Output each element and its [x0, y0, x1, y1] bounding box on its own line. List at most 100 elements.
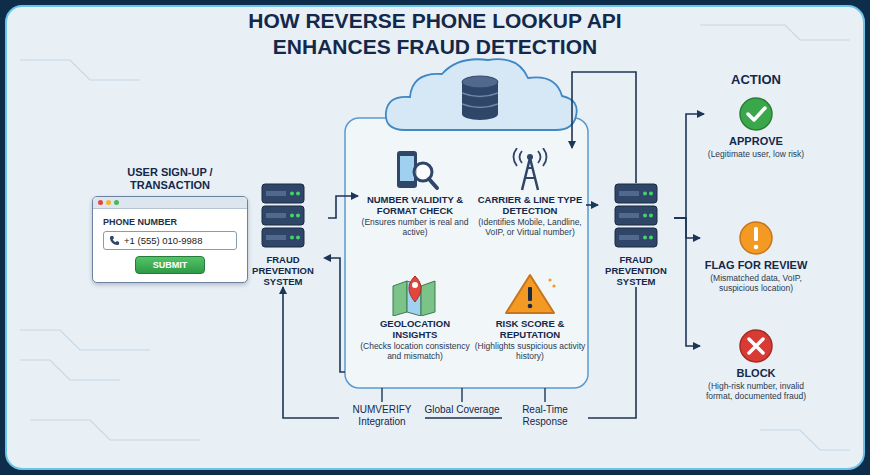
f-head: RISK SCORE & REPUTATION [474, 318, 586, 340]
icon-part [506, 275, 554, 313]
flow-arrow [586, 204, 598, 206]
server-icon [260, 183, 306, 251]
feature-box: CARRIER & LINE TYPE DETECTION(Identifies… [474, 148, 586, 237]
icon-part [615, 184, 657, 203]
db-base [462, 108, 498, 120]
action-label: ACTION [731, 72, 781, 87]
icon-part [649, 192, 653, 196]
block-icon [738, 328, 774, 364]
api-region [345, 118, 588, 388]
browser-window: PHONE NUMBER+1 (555) 010-9988SUBMIT [92, 196, 248, 283]
icon-part [522, 158, 538, 190]
icon-part [643, 192, 647, 196]
f-sub: (Identifies Mobile, Landline, VoIP, or V… [474, 217, 586, 237]
icon-part [740, 330, 772, 362]
srv-text: FRAUD PREVENTION SYSTEM [598, 254, 674, 287]
f-head: CARRIER & LINE TYPE DETECTION [474, 194, 586, 216]
icon-part [409, 276, 421, 302]
feature-box: RISK SCORE & REPUTATION(Highlights suspi… [474, 272, 586, 361]
window-dot [114, 200, 119, 205]
server-node: FRAUD PREVENTION SYSTEM [598, 183, 674, 287]
action-node: APPROVE(Legitimate user, low risk) [704, 96, 808, 159]
icon-part [619, 235, 639, 240]
srv-text: FRAUD PREVENTION SYSTEM [238, 254, 328, 287]
icon-part [749, 339, 763, 353]
icon-part [262, 228, 304, 247]
a-head: APPROVE [704, 135, 808, 148]
icon-part [393, 281, 407, 316]
icon-part [290, 192, 294, 196]
icon-part [429, 179, 437, 188]
circuit-line [760, 430, 850, 450]
icon-part [266, 191, 286, 196]
icon-part [266, 235, 286, 240]
icon-part [619, 213, 639, 218]
circuit-lines [20, 25, 850, 450]
f-sub: (Ensures number is real and active) [358, 217, 472, 237]
window-bar [93, 197, 247, 209]
warning-icon [502, 272, 558, 316]
cloud-shape [386, 59, 577, 130]
a-head: FLAG FOR REVIEW [700, 259, 812, 272]
phone-icon [109, 235, 120, 246]
form-head: USER SIGN-UP / TRANSACTION [92, 166, 248, 192]
form-window: USER SIGN-UP / TRANSACTIONPHONE NUMBER+1… [92, 166, 248, 283]
icon-part [528, 304, 533, 309]
icon-part [400, 156, 414, 181]
panel [6, 6, 864, 469]
feature-box: NUMBER VALIDITY & FORMAT CHECK(Ensures n… [358, 148, 472, 237]
icon-part [296, 214, 300, 218]
return-arrowhead [323, 254, 331, 262]
icon-part [740, 222, 772, 254]
input-text: +1 (555) 010-9988 [124, 235, 202, 246]
icon-part [262, 184, 304, 203]
window-dot [98, 200, 103, 205]
icon-part [649, 214, 653, 218]
f-head: GEOLOCATION INSIGHTS [358, 318, 472, 340]
circuit-line [700, 25, 850, 40]
stub-line [544, 388, 545, 402]
return-line [331, 258, 345, 372]
icon-part [615, 206, 657, 225]
icon-part [619, 191, 639, 196]
icon-part [296, 236, 300, 240]
feature-box: GEOLOCATION INSIGHTS(Checks location con… [358, 272, 472, 361]
flow-arrow [674, 218, 700, 346]
server-icon [613, 183, 659, 251]
icon-part [296, 192, 300, 196]
a-sub: (Legitimate user, low risk) [704, 149, 808, 159]
icon-part [527, 154, 533, 160]
flow-arrow [283, 287, 636, 418]
f-head: NUMBER VALIDITY & FORMAT CHECK [358, 194, 472, 216]
bottom-label: Real-Time Response [502, 403, 588, 429]
flag-icon [738, 220, 774, 256]
icon-part [740, 98, 772, 130]
phone-input: +1 (555) 010-9988 [103, 231, 237, 250]
a-sub: (High-risk number, invalid format, docum… [700, 381, 812, 401]
flow-arrow [328, 196, 358, 218]
db-top [462, 76, 498, 88]
icon-part [527, 167, 533, 169]
icon-part [266, 213, 286, 218]
bottom-label: NUMVERIFY Integration [339, 403, 425, 429]
stub-line [381, 388, 382, 402]
window-dot [106, 200, 111, 205]
f-sub: (Checks location consistency and mismatc… [358, 341, 472, 361]
icon-part [290, 214, 294, 218]
circuit-line [30, 420, 200, 440]
approve-icon [738, 96, 774, 132]
icon-part [649, 236, 653, 240]
stub-line [461, 388, 462, 402]
action-node: FLAG FOR REVIEW(Mismatched data, VoIP, s… [700, 220, 812, 293]
a-sub: (Mismatched data, VoIP, suspicious locat… [700, 273, 812, 293]
icon-part [412, 282, 418, 288]
icon-part [290, 236, 294, 240]
server-node: FRAUD PREVENTION SYSTEM [238, 183, 328, 287]
submit-button: SUBMIT [135, 256, 205, 274]
icon-part [528, 287, 532, 301]
circuit-line [20, 360, 120, 380]
db-stripes [462, 93, 498, 108]
circuit-line [20, 60, 140, 80]
a-head: BLOCK [700, 367, 812, 380]
btn-text: SUBMIT [136, 260, 204, 270]
